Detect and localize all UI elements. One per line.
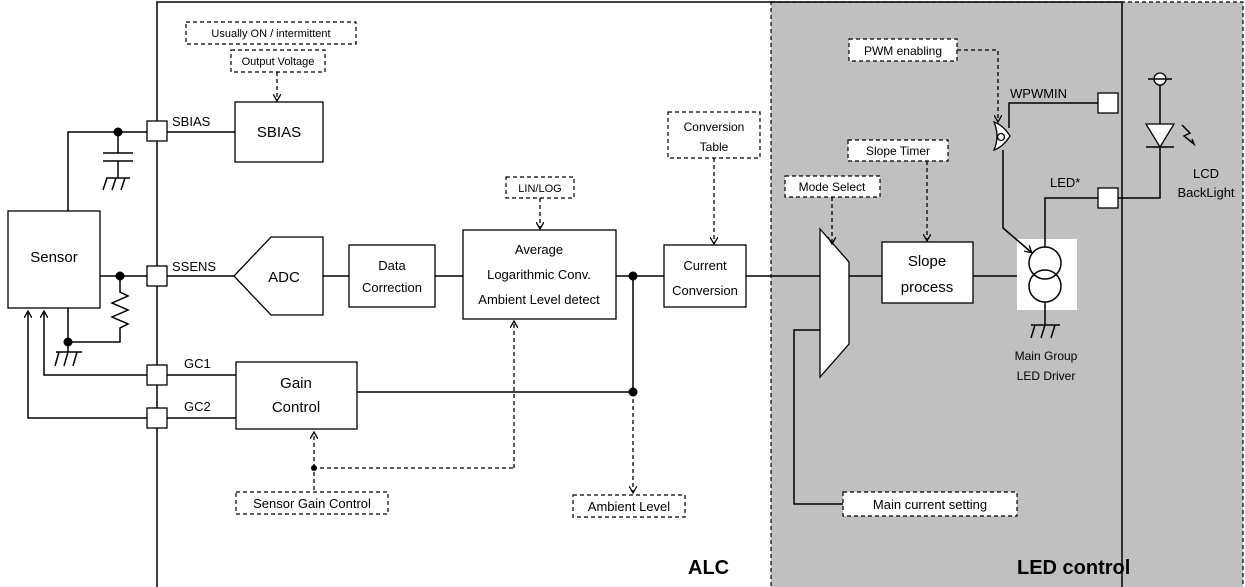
- pin-ssens: [146, 265, 168, 287]
- sensor-block: [7, 210, 101, 309]
- current-conversion-label-2: Conversion: [672, 283, 738, 298]
- pin-led-label: LED*: [1050, 175, 1080, 190]
- note-lin-log-text: LIN/LOG: [518, 183, 561, 195]
- adc-label: ADC: [268, 269, 300, 286]
- led-control-region: [770, 1, 1244, 587]
- note-conversion-table-text-2: Table: [700, 140, 729, 154]
- note-ambient-level-text: Ambient Level: [588, 499, 670, 514]
- wpwmin-to-gate-wire: [1008, 102, 1098, 128]
- sbias-block-label: SBIAS: [257, 124, 301, 141]
- pwm-gate-inverter-bubble: [996, 132, 1006, 142]
- note-conversion-table-text-1: Conversion: [684, 120, 745, 134]
- note-sensor-gain-control: [235, 491, 389, 515]
- note-slope-timer: [847, 139, 949, 162]
- note-mode-select-text: Mode Select: [799, 180, 866, 194]
- average-block: [462, 229, 617, 320]
- gain-control-label-2: Control: [272, 399, 320, 416]
- gc1-feedback-wire: [44, 312, 148, 376]
- driver-background: [1017, 239, 1077, 310]
- gain-control-label-1: Gain: [280, 375, 312, 392]
- driver-ground: [1030, 324, 1060, 339]
- pin-wpwmin-label: WPWMIN: [1010, 86, 1067, 101]
- sensor-gain-dashed-route: [313, 467, 514, 490]
- driver-label-1: Main Group: [1015, 349, 1078, 363]
- pin-gc2: [146, 407, 168, 429]
- slope-process-block: [881, 241, 974, 304]
- sbias-block: [234, 101, 324, 163]
- average-label-1: Average: [515, 242, 563, 257]
- note-output-voltage-text: Output Voltage: [242, 56, 315, 68]
- note-main-current-setting: [842, 491, 1018, 517]
- resistor: [67, 276, 130, 343]
- pin-sbias-label: SBIAS: [172, 114, 211, 129]
- main-current-wire: [793, 329, 843, 505]
- note-slope-timer-text: Slope Timer: [866, 144, 930, 158]
- pin-gc2-label: GC2: [184, 399, 211, 414]
- current-conversion-block: [663, 244, 747, 308]
- gain-control-block: [235, 361, 358, 430]
- pin-wpwmin: [1097, 92, 1119, 114]
- note-ambient-level: [572, 494, 686, 518]
- average-label-3: Ambient Level detect: [478, 292, 600, 307]
- pin-sbias: [146, 120, 168, 142]
- data-correction-block: [348, 244, 436, 308]
- note-output-voltage: [230, 49, 326, 73]
- pin-led: [1097, 187, 1119, 209]
- lcd-label-2: BackLight: [1177, 185, 1234, 200]
- note-usually-on-text: Usually ON / intermittent: [211, 28, 330, 40]
- capacitor: [102, 132, 133, 191]
- note-pwm-enabling-text: PWM enabling: [864, 44, 942, 58]
- sbias-wire: [67, 131, 148, 211]
- driver-wiring: [1044, 197, 1098, 325]
- pin-gc1-label: GC1: [184, 356, 211, 371]
- lcd-label-1: LCD: [1193, 166, 1219, 181]
- mode-select-mux: [819, 227, 850, 379]
- gc2-feedback-wire: [28, 312, 148, 419]
- average-label-2: Logarithmic Conv.: [487, 267, 591, 282]
- ic-boundary: [156, 1, 1123, 587]
- backlight-led-diode: [1144, 123, 1176, 149]
- note-sensor-gain-control-text: Sensor Gain Control: [253, 496, 371, 511]
- junction-dot: [311, 465, 317, 471]
- alc-region-label: ALC: [688, 557, 729, 579]
- slope-process-label-1: Slope: [908, 253, 946, 270]
- led-emission-icon: [1181, 124, 1196, 147]
- data-correction-label-1: Data: [378, 258, 406, 273]
- pin-ssens-label: SSENS: [172, 259, 216, 274]
- driver-label-2: LED Driver: [1017, 369, 1076, 383]
- data-correction-label-2: Correction: [362, 280, 422, 295]
- note-conversion-table: [667, 111, 761, 159]
- note-main-current-setting-text: Main current setting: [873, 497, 987, 512]
- led-control-region-label: LED control: [1017, 557, 1130, 579]
- led-external-wire: [1118, 147, 1161, 199]
- current-conversion-label-1: Current: [683, 258, 727, 273]
- sensor-label: Sensor: [30, 249, 78, 266]
- gate-to-driver-wire: [1002, 150, 1031, 252]
- pin-gc1: [146, 364, 168, 386]
- ground-symbol: [54, 342, 82, 367]
- slope-process-label-2: process: [901, 279, 954, 296]
- note-usually-on: [185, 21, 357, 45]
